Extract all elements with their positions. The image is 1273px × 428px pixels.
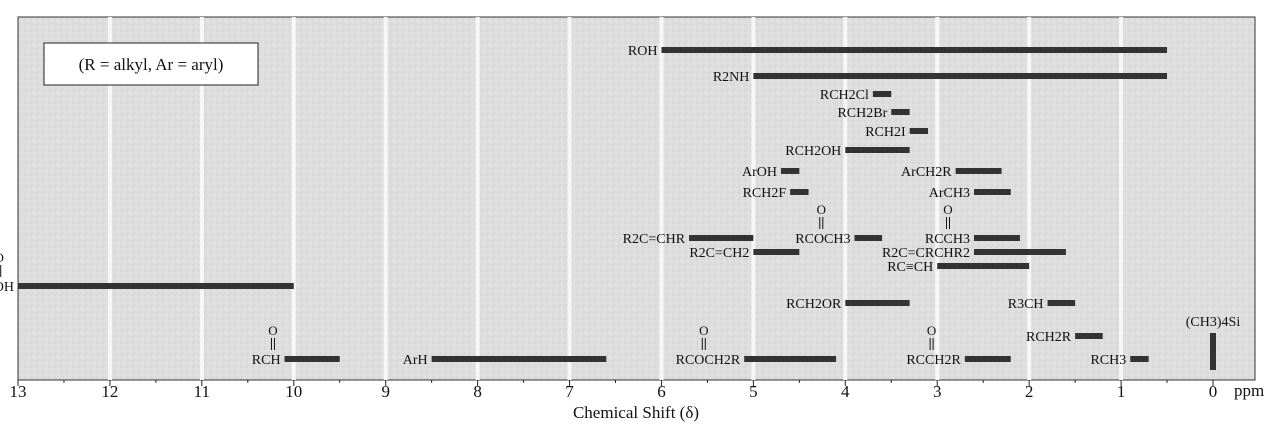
shift-range-bar — [744, 356, 837, 362]
group-label: R3CH — [1008, 297, 1044, 312]
x-tick-label: 4 — [841, 382, 850, 401]
x-tick-label: 3 — [933, 382, 942, 401]
shift-range-bars — [18, 47, 1216, 370]
group-label: ArCH3 — [929, 186, 970, 201]
group-label: R2C=CH2 — [689, 246, 749, 261]
shift-range-bar — [909, 128, 929, 134]
shift-range-bar — [780, 168, 800, 174]
shift-range-bar — [1075, 333, 1103, 339]
x-tick-label: 13 — [10, 382, 27, 401]
group-label: RCH2R — [1026, 330, 1072, 345]
x-tick-label: 9 — [381, 382, 390, 401]
group-label: R2C=CRCHR2 — [882, 246, 970, 261]
shift-range-bar — [845, 147, 910, 153]
group-label: RCOCH3 — [795, 232, 850, 247]
note-box: (R = alkyl, Ar = aryl) — [43, 42, 259, 86]
carbonyl-oxygen: O — [817, 202, 826, 217]
shift-range-bar — [661, 47, 1168, 53]
reference-label: (CH3)4Si — [1186, 315, 1241, 330]
shift-range-bar — [753, 73, 1168, 79]
group-label: RCCH3 — [925, 232, 970, 247]
carbonyl-oxygen: O — [268, 323, 277, 338]
carbonyl-oxygen: O — [927, 323, 936, 338]
carbonyl-oxygen: O — [0, 250, 4, 265]
shift-range-bar — [1047, 300, 1076, 306]
x-tick-label: 11 — [194, 382, 210, 401]
group-label: RCH2I — [865, 125, 906, 140]
group-label: ArH — [403, 353, 428, 368]
group-label: RCH3 — [1090, 353, 1126, 368]
group-label: RCH — [252, 353, 281, 368]
shift-range-bar — [891, 109, 910, 115]
shift-range-bar — [854, 235, 883, 241]
group-label: R2NH — [713, 70, 750, 85]
x-tick-label: 5 — [749, 382, 758, 401]
shift-range-bar — [790, 189, 809, 195]
group-label: ArCH2R — [901, 165, 952, 180]
shift-range-bar — [937, 263, 1030, 269]
carbonyl-oxygen: O — [699, 323, 708, 338]
group-label: ArOH — [742, 165, 777, 180]
x-axis-title: Chemical Shift (δ) — [573, 403, 699, 422]
group-label: RCH2OH — [785, 144, 841, 159]
shift-range-bar — [753, 249, 800, 255]
group-label: RCOH — [0, 280, 14, 295]
shift-range-bar — [284, 356, 340, 362]
x-tick-label: 1 — [1117, 382, 1126, 401]
carbonyl-oxygen: O — [943, 202, 952, 217]
shift-range-bar — [974, 189, 1011, 195]
shift-range-bar — [974, 249, 1066, 255]
group-label: R2C=CHR — [623, 232, 686, 247]
group-label: RC≡CH — [887, 260, 933, 275]
shift-range-bar — [845, 300, 910, 306]
x-tick-label: 2 — [1025, 382, 1034, 401]
shift-range-bar — [18, 283, 294, 289]
shift-range-bar — [1130, 356, 1149, 362]
x-tick-label: 7 — [565, 382, 574, 401]
shift-range-bar — [955, 168, 1002, 174]
shift-range-bar — [974, 235, 1020, 241]
x-tick-label: 12 — [101, 382, 118, 401]
shift-range-bar — [431, 356, 607, 362]
x-tick-label: 6 — [657, 382, 666, 401]
shift-range-bar — [964, 356, 1011, 362]
group-label: RCH2Cl — [820, 88, 869, 103]
x-tick-label: 10 — [285, 382, 302, 401]
group-label: RCOCH2R — [676, 353, 741, 368]
reference-bar — [1210, 333, 1216, 370]
x-axis-unit: ppm — [1234, 381, 1264, 400]
shift-range-bar — [872, 91, 892, 97]
x-tick-label: 0 — [1209, 382, 1218, 401]
group-label: RCH2OR — [786, 297, 842, 312]
shift-range-bar — [689, 235, 754, 241]
x-tick-label: 8 — [473, 382, 482, 401]
group-label: RCH2Br — [837, 106, 887, 121]
group-label: RCH2F — [743, 186, 787, 201]
group-label: RCCH2R — [906, 353, 961, 368]
note-text: (R = alkyl, Ar = aryl) — [79, 55, 224, 74]
group-label: ROH — [628, 44, 658, 59]
